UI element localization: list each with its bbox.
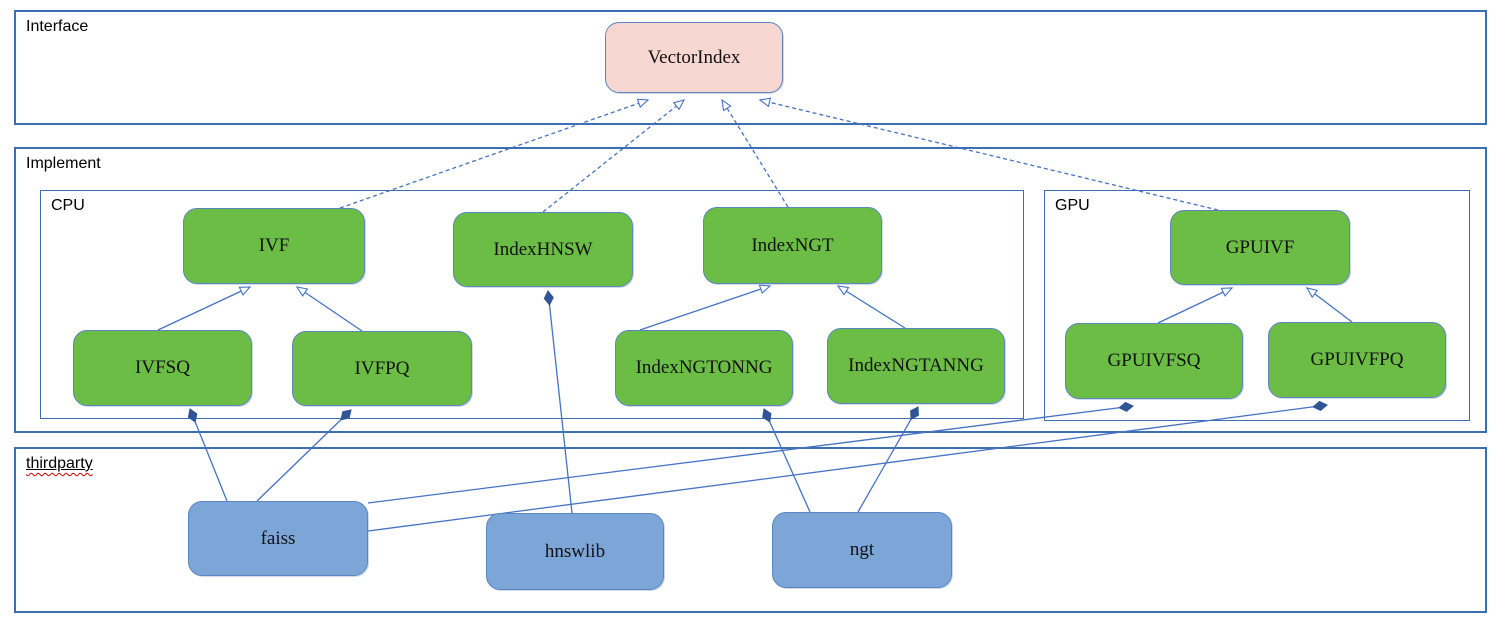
node-indexngt-label: IndexNGT <box>751 234 834 256</box>
thirdparty-group-label-text: thirdparty <box>26 455 93 472</box>
node-gpuivfpq: GPUIVFPQ <box>1268 322 1446 398</box>
cpu-group-label: CPU <box>51 197 85 214</box>
node-ivfpq: IVFPQ <box>292 331 472 406</box>
node-vectorindex-label: VectorIndex <box>647 46 741 68</box>
node-indexngtonng-label: IndexNGTONNG <box>635 357 773 378</box>
node-indexngtonng: IndexNGTONNG <box>615 330 793 406</box>
interface-group-label: Interface <box>26 18 89 35</box>
node-ngt: ngt <box>772 512 952 588</box>
node-gpuivf-label: GPUIVF <box>1225 236 1295 258</box>
node-indexngt: IndexNGT <box>703 207 882 284</box>
node-indexhnsw: IndexHNSW <box>453 212 633 287</box>
thirdparty-group-label: thirdparty <box>26 455 93 473</box>
node-ivfpq-label: IVFPQ <box>354 357 410 379</box>
node-ivf: IVF <box>183 208 365 284</box>
node-hnswlib: hnswlib <box>486 513 664 590</box>
node-faiss: faiss <box>188 501 368 576</box>
node-indexngtanng-label: IndexNGTANNG <box>848 355 984 376</box>
node-gpuivf: GPUIVF <box>1170 210 1350 285</box>
gpu-group-label: GPU <box>1055 197 1090 214</box>
node-ivfsq-label: IVFSQ <box>135 357 190 378</box>
node-faiss-label: faiss <box>260 527 296 549</box>
node-vectorindex: VectorIndex <box>605 22 783 93</box>
node-hnswlib-label: hnswlib <box>544 540 606 562</box>
node-ngt-label: ngt <box>849 539 875 560</box>
node-gpuivfsq: GPUIVFSQ <box>1065 323 1243 399</box>
node-indexhnsw-label: IndexHNSW <box>493 238 593 260</box>
implement-group-label: Implement <box>26 155 101 172</box>
node-indexngtanng: IndexNGTANNG <box>827 328 1005 404</box>
node-gpuivfsq-label: GPUIVFSQ <box>1107 350 1201 371</box>
node-ivf-label: IVF <box>258 235 290 256</box>
node-gpuivfpq-label: GPUIVFPQ <box>1310 349 1404 370</box>
node-ivfsq: IVFSQ <box>73 330 252 406</box>
